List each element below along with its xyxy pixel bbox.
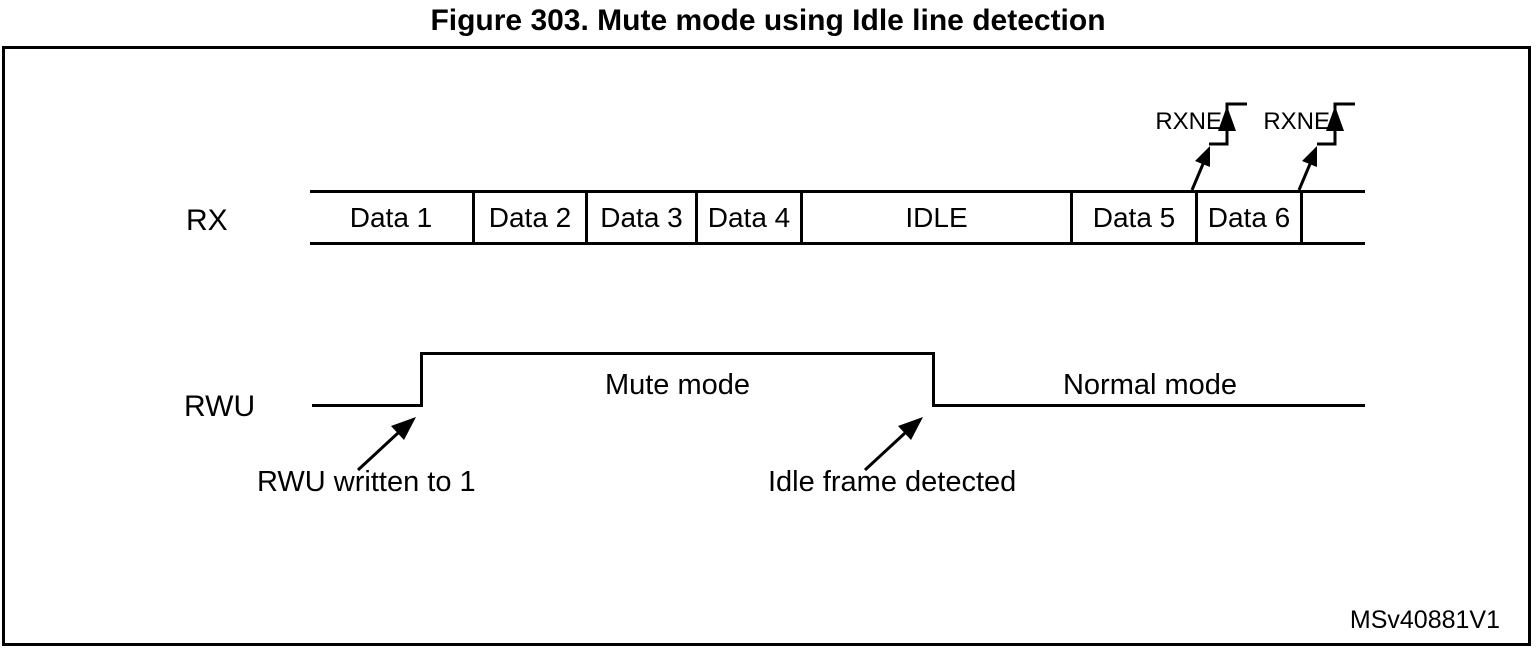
rxne-flag-label-2: RXNE — [1263, 108, 1330, 135]
figure-reference-code: MSv40881V1 — [1349, 606, 1500, 634]
rx-segment-data1: Data 1 — [310, 193, 472, 242]
annotation-idle-detected: Idle frame detected — [768, 466, 1017, 498]
normal-mode-label: Normal mode — [1062, 369, 1238, 401]
rx-segment-label: IDLE — [905, 201, 968, 233]
rx-data-band: Data 1 Data 2 Data 3 Data 4 IDLE Data 5 … — [310, 190, 1365, 245]
figure-title: Figure 303. Mute mode using Idle line de… — [430, 4, 1106, 37]
rx-segment-idle: IDLE — [800, 193, 1070, 242]
rx-segment-data5: Data 5 — [1070, 193, 1195, 242]
rwu-high-pulse — [420, 352, 935, 407]
rx-segment-label: Data 2 — [488, 201, 572, 233]
annotation-rwu-written: RWU written to 1 — [257, 466, 476, 498]
rx-segment-label: Data 1 — [349, 201, 433, 233]
rx-segment-label: Data 5 — [1092, 201, 1176, 233]
rx-segment-label: Data 3 — [600, 201, 683, 233]
rx-segment-data2: Data 2 — [472, 193, 585, 242]
rxne-flag-label-1: RXNE — [1155, 108, 1222, 135]
rx-segment-label: Data 4 — [707, 201, 791, 233]
rx-segment-data4: Data 4 — [695, 193, 800, 242]
rx-segment-data3: Data 3 — [585, 193, 695, 242]
figure-frame — [2, 46, 1531, 646]
rx-segment-data6: Data 6 — [1195, 193, 1300, 242]
rx-signal-label: RX — [186, 204, 228, 237]
mute-mode-label: Mute mode — [604, 369, 751, 401]
rwu-signal-label: RWU — [184, 390, 256, 423]
rx-segment-label: Data 6 — [1207, 201, 1291, 233]
rwu-low-segment-left — [312, 404, 420, 407]
rwu-low-segment-right — [935, 404, 1365, 407]
rx-segment-tail — [1300, 193, 1365, 242]
